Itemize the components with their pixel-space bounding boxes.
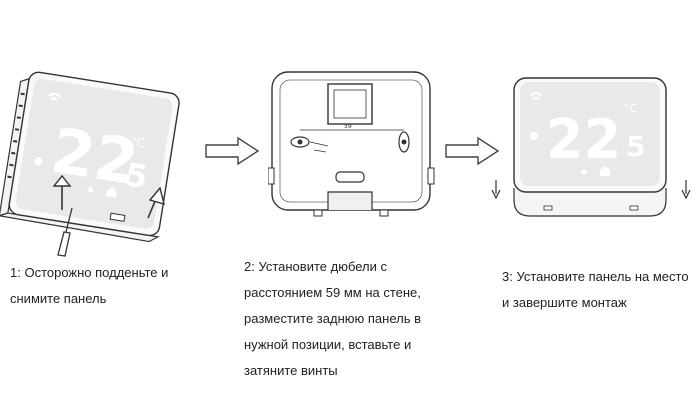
power-icon — [34, 157, 43, 166]
step1-caption: 1: Осторожно подденьте и снимите панель — [10, 260, 168, 312]
step1-figure: 22 °C 5 — [0, 71, 180, 257]
caption-line: 3: Установите панель на место — [502, 269, 689, 284]
temp-unit: °C — [624, 102, 638, 115]
temp-decimal: 5 — [626, 130, 645, 163]
home-icon — [105, 187, 117, 198]
bottom-clip — [335, 171, 365, 183]
screwdriver-icon — [57, 207, 73, 257]
screw-hole-left — [290, 136, 310, 148]
flame-icon — [580, 168, 588, 174]
temp-unit: °C — [129, 134, 145, 150]
caption-line: нужной позиции, вставьте и — [244, 337, 412, 352]
arrow-right-icon — [445, 136, 500, 166]
caption-line: 1: Осторожно подденьте и — [10, 265, 169, 280]
arrow-down-icon — [491, 180, 501, 200]
screw-hole-right — [398, 131, 410, 153]
wifi-icon — [529, 92, 543, 100]
device-screen — [520, 82, 660, 186]
wire-opening — [327, 83, 373, 125]
arrow-right-icon — [205, 136, 260, 166]
device-screen — [15, 78, 173, 229]
step2-caption: 2: Установите дюбели с расстоянием 59 мм… — [244, 254, 421, 384]
pry-arrow-right — [147, 186, 165, 219]
flame-icon — [86, 185, 95, 193]
vent-slits — [7, 92, 25, 179]
step3-caption: 3: Установите панель на место и завершит… — [502, 264, 689, 316]
caption-line: снимите панель — [10, 291, 107, 306]
caption-line: 2: Установите дюбели с — [244, 259, 387, 274]
temp-integer: 22 — [546, 108, 621, 171]
arrow-down-icon — [681, 180, 691, 200]
dimension-label: 59 — [344, 123, 352, 130]
step3-figure: 22 °C 5 — [491, 77, 691, 217]
caption-line: затяните винты — [244, 363, 338, 378]
home-icon — [600, 166, 610, 176]
caption-line: разместите заднюю панель в — [244, 311, 421, 326]
device-bottom — [0, 212, 160, 243]
caption-line: расстоянием 59 мм на стене, — [244, 285, 421, 300]
wifi-icon — [48, 92, 62, 102]
step2-figure: 59 — [268, 71, 435, 217]
pry-arrow-left — [52, 174, 72, 210]
caption-line: и завершите монтаж — [502, 295, 627, 310]
power-icon — [530, 132, 538, 140]
